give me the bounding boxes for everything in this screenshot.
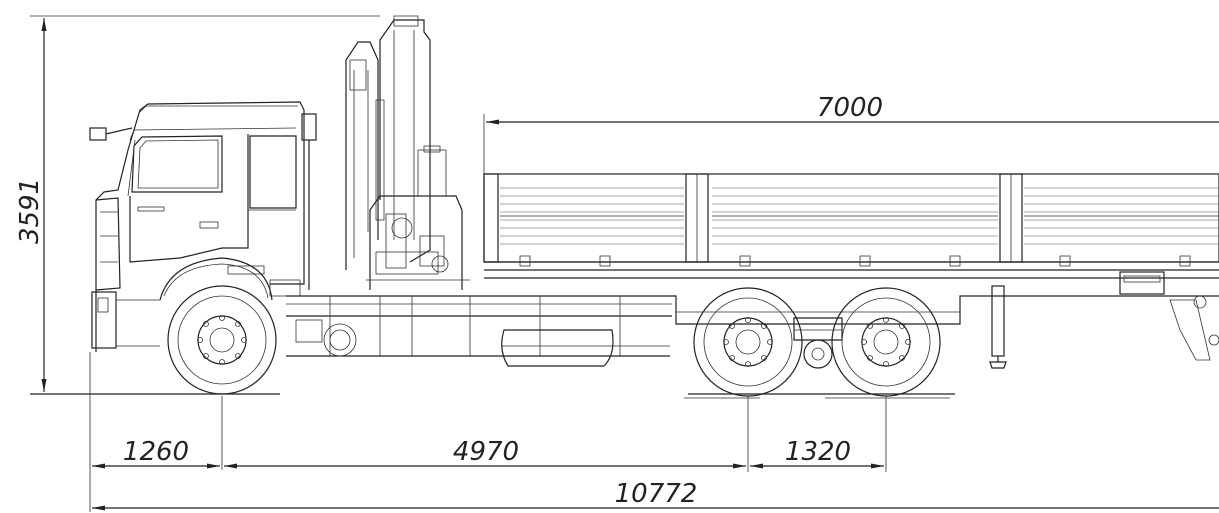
ground-line <box>30 393 955 399</box>
front-wheel <box>167 285 277 395</box>
dimension-label-height: 3591 <box>15 178 45 244</box>
dimension-overall-length: 10772 <box>92 479 1219 511</box>
dimension-extension-lines <box>89 352 887 512</box>
rear-wheel-2 <box>831 287 941 397</box>
dimension-body-length: 7000 <box>483 93 1219 176</box>
dimension-axle-spacing: 1320 <box>750 437 884 469</box>
dimension-label-front-overhang: 1260 <box>123 437 189 467</box>
rear-outrigger <box>989 285 1219 369</box>
bogie-suspension <box>793 317 843 369</box>
loader-crane <box>345 15 470 290</box>
dimension-overall-height: 3591 <box>15 15 380 392</box>
dimension-front-overhang: 1260 <box>92 437 220 469</box>
truck-cab <box>89 101 317 352</box>
rear-wheel-1 <box>693 287 803 397</box>
dimension-label-axle-spacing: 1320 <box>785 437 851 467</box>
dimension-label-wheelbase: 4970 <box>453 437 519 467</box>
dimension-wheelbase: 4970 <box>224 437 746 469</box>
dimension-label-body-length: 7000 <box>817 93 883 123</box>
cargo-body <box>483 173 1219 295</box>
dimension-label-overall-length: 10772 <box>615 479 698 509</box>
